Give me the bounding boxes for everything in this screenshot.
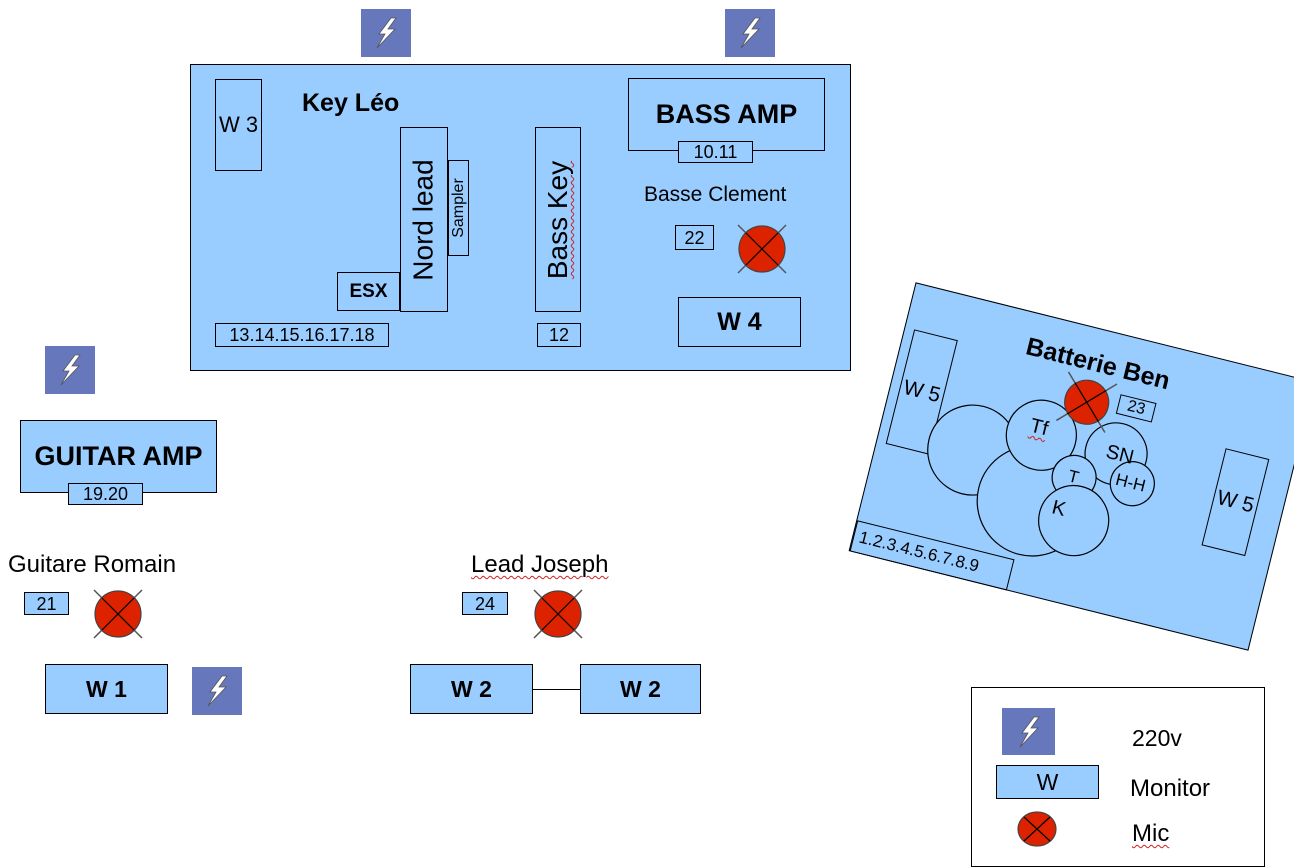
mic-basse-icon	[732, 219, 792, 279]
tom-floor-shape	[1005, 399, 1077, 471]
drum-kit-shapes	[927, 371, 1155, 557]
legend-monitor-symbol-text: W	[1036, 768, 1059, 795]
power-outlet-icon	[192, 667, 242, 715]
monitor-w4-label: W 4	[717, 307, 762, 336]
guitare-romain-label: Guitare Romain	[8, 551, 177, 578]
channel-bass-key: 12	[537, 323, 581, 347]
drums-zone: Batterie Ben W 5 W 5 23 Tf SN H-H T K 1.…	[848, 282, 1294, 651]
monitor-w2-left-label: W 2	[451, 675, 492, 702]
legend-monitor-label: Monitor	[1130, 775, 1211, 802]
legend-monitor-symbol: W	[996, 765, 1099, 799]
channel-lead-label: 24	[474, 593, 496, 614]
lead-joseph-label: Lead Joseph	[471, 553, 608, 577]
monitor-w2-right: W 2	[580, 664, 701, 714]
power-outlet-icon	[45, 346, 95, 394]
legend-mic-text: Mic	[1132, 820, 1170, 847]
mic-lead-icon	[528, 584, 588, 644]
monitor-link-line	[533, 689, 580, 690]
lead-joseph-text: Lead Joseph	[471, 551, 609, 578]
channel-basse: 22	[675, 225, 714, 250]
monitor-w3: W 3	[215, 79, 262, 171]
bass-amp-label: BASS AMP	[655, 99, 798, 129]
legend-power-label: 220v	[1132, 725, 1182, 751]
power-outlet-icon	[361, 9, 411, 57]
bass-key-label: Bass Key	[542, 160, 573, 279]
monitor-w1: W 1	[45, 664, 168, 714]
esx-label: ESX	[349, 280, 388, 302]
channels-guitar-amp: 19.20	[68, 483, 143, 505]
monitor-w1-label: W 1	[86, 675, 127, 702]
monitor-w3-label: W 3	[218, 112, 259, 137]
channels-bass-amp: 10.11	[678, 141, 753, 163]
sampler-device: Sampler	[448, 160, 469, 256]
legend-mic-icon	[1017, 811, 1057, 847]
basse-clement-label: Basse Clement	[644, 184, 786, 205]
guitar-amp-label: GUITAR AMP	[34, 441, 203, 471]
channel-guitar-label: 21	[36, 593, 57, 614]
legend-mic-label: Mic	[1132, 820, 1169, 848]
channel-lead: 24	[462, 592, 508, 615]
monitor-w4: W 4	[678, 297, 801, 347]
monitor-w2-right-label: W 2	[620, 675, 661, 702]
power-outlet-icon	[725, 9, 775, 57]
channel-basse-label: 22	[684, 227, 705, 248]
channels-key: 13.14.15.16.17.18	[215, 323, 389, 347]
key-bass-zone	[190, 64, 851, 371]
channels-guitar-amp-label: 19.20	[82, 484, 129, 504]
legend-power-icon	[1002, 708, 1055, 755]
channels-key-label: 13.14.15.16.17.18	[229, 325, 375, 345]
mic-drums-icon	[1055, 371, 1118, 433]
legend-box: 220v W Monitor Mic	[971, 687, 1265, 867]
guitar-amp: GUITAR AMP	[20, 420, 217, 493]
esx-device: ESX	[337, 272, 400, 311]
basse-clement-text: Basse Clement	[644, 183, 787, 206]
key-zone-title: Key Léo	[302, 89, 400, 117]
monitor-w2-left: W 2	[410, 664, 533, 714]
nord-lead-label: Nord lead	[408, 158, 439, 281]
sampler-label: Sampler	[449, 178, 467, 238]
bass-key-keyboard: Bass Key	[535, 127, 581, 312]
mic-guitar-icon	[88, 584, 148, 644]
channel-guitar: 21	[24, 592, 69, 615]
channels-bass-amp-label: 10.11	[693, 142, 738, 162]
kick-front-shape	[1038, 484, 1110, 557]
nord-lead-keyboard: Nord lead	[400, 127, 448, 312]
channel-bass-key-label: 12	[548, 325, 570, 345]
hihat-shape	[1109, 461, 1155, 507]
